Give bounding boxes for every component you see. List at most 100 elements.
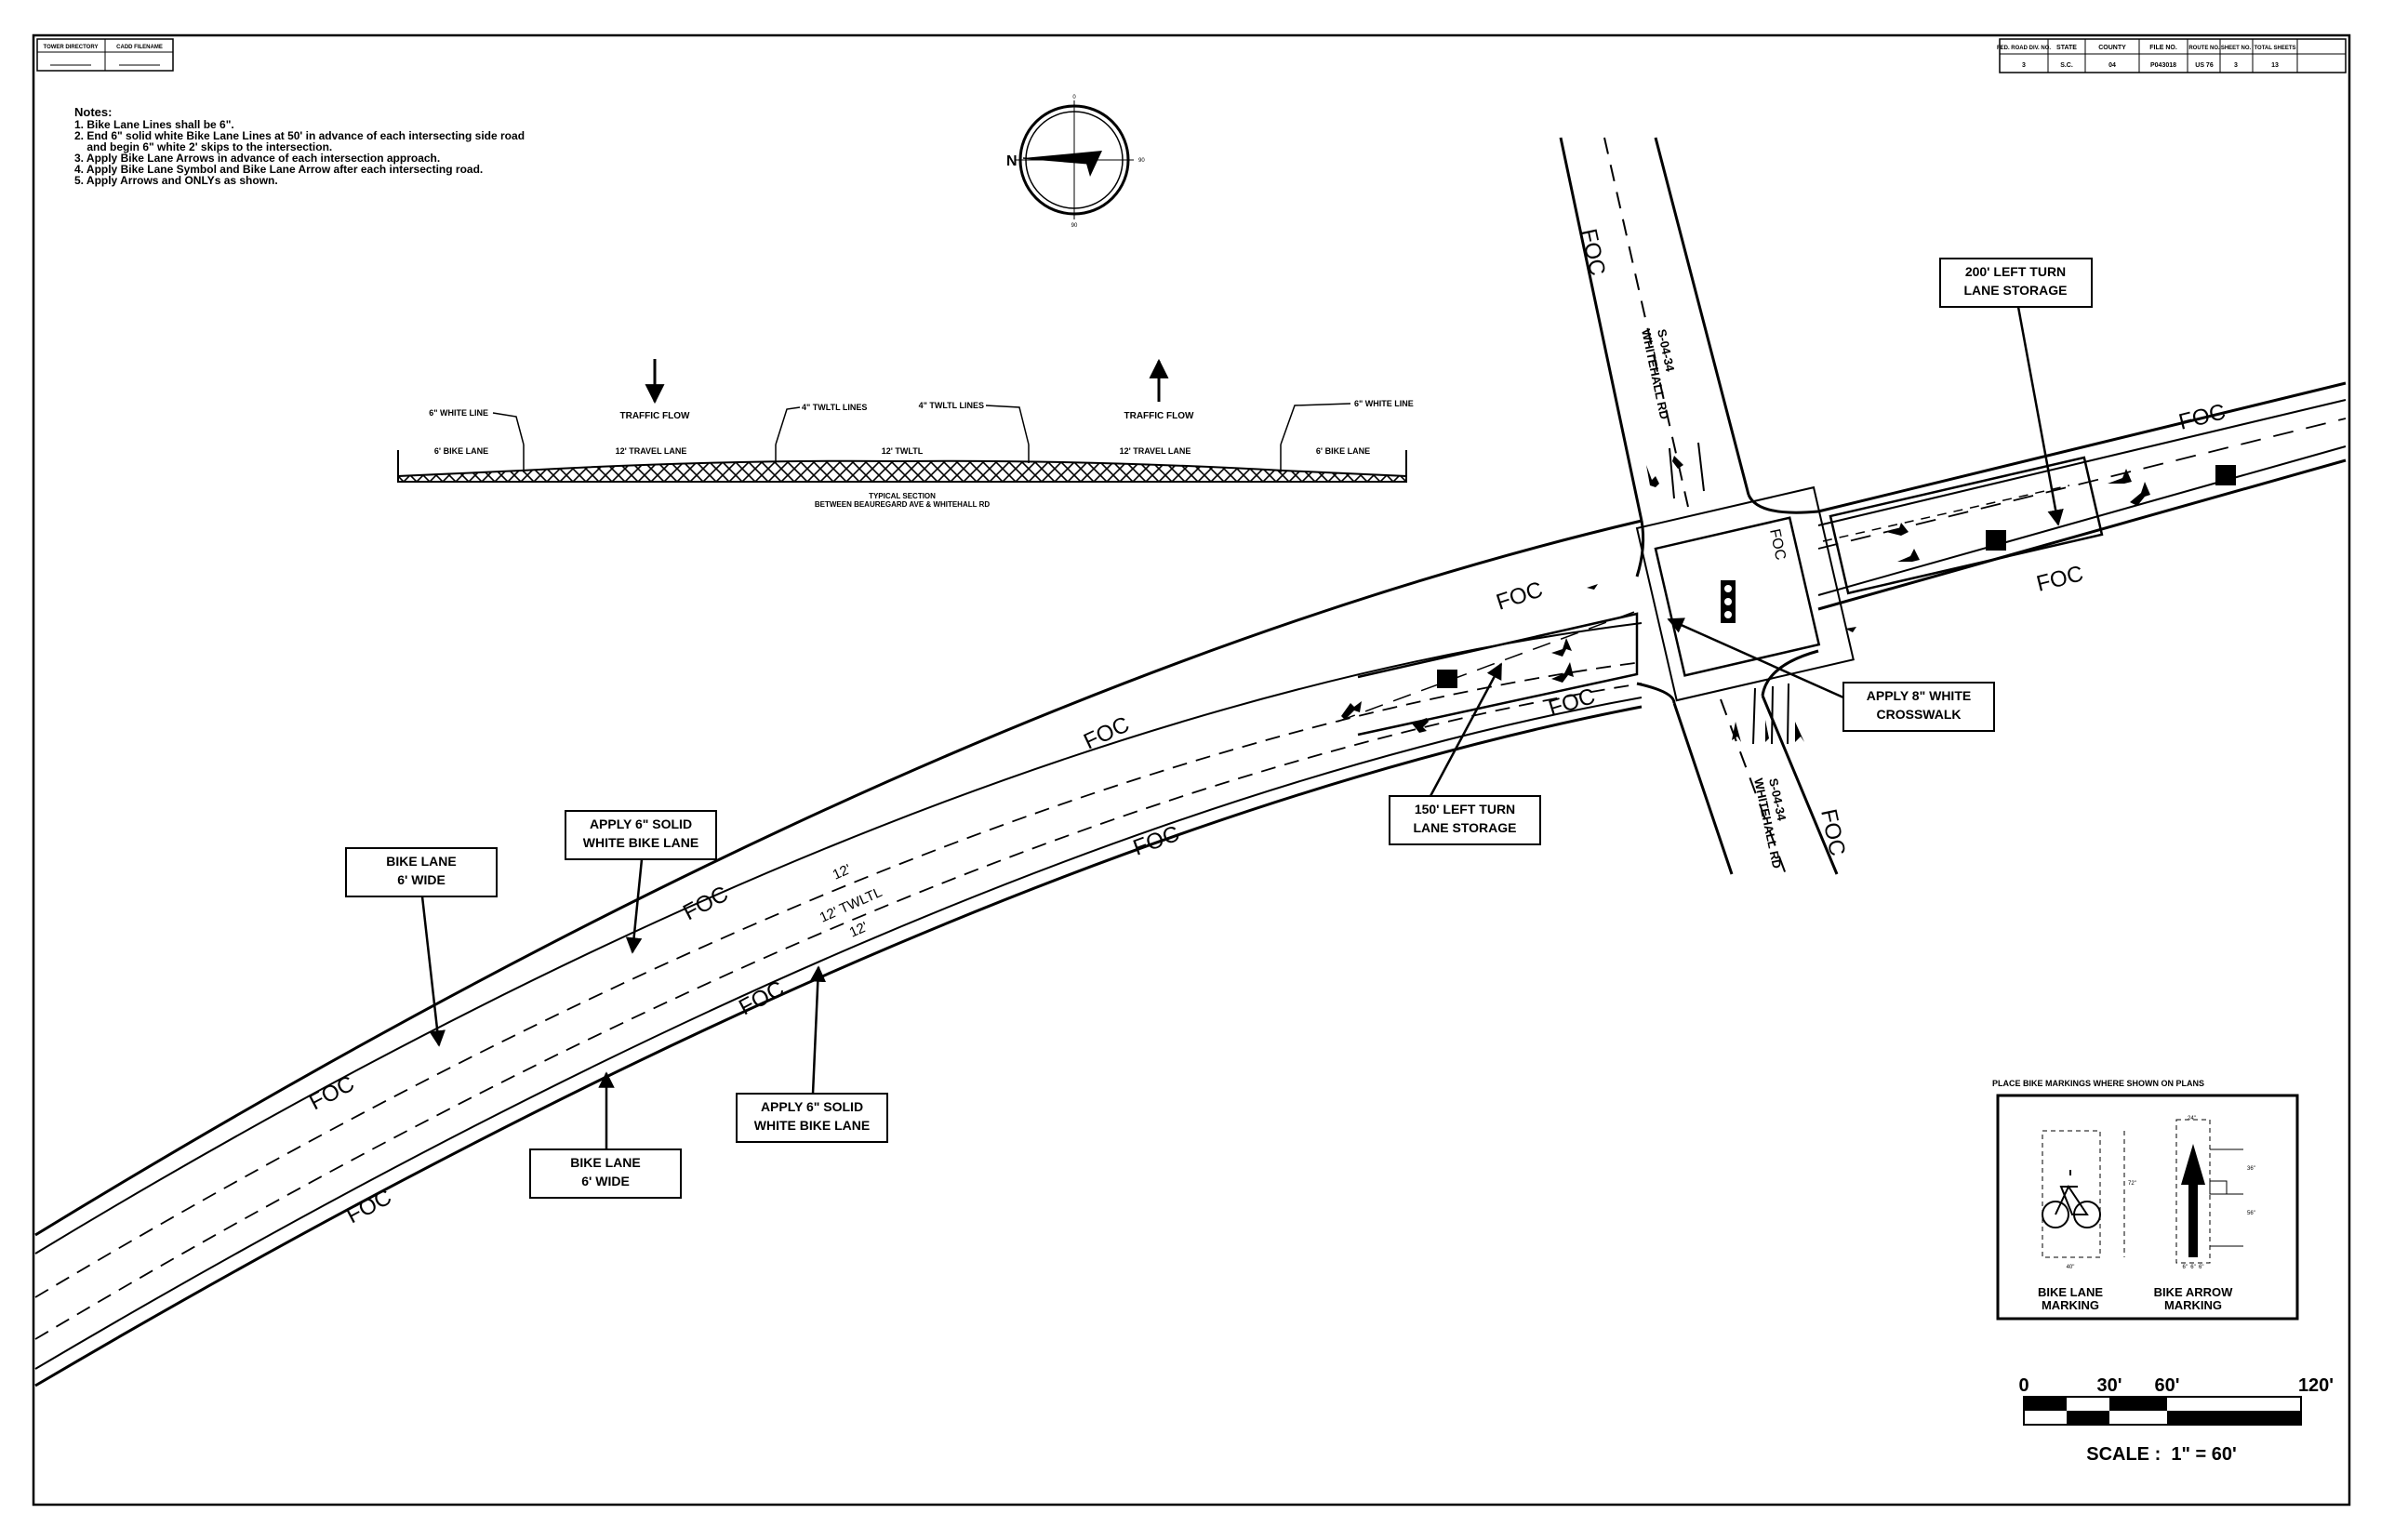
svg-text:BIKE LANE: BIKE LANE: [570, 1155, 640, 1170]
turn-arrow-icon: [1845, 627, 1856, 632]
white-line-right-label: 6" WHITE LINE: [1354, 399, 1414, 408]
bike-symbol-icon: [2215, 465, 2236, 485]
section-lane-bike-right: 6' BIKE LANE: [1316, 446, 1370, 456]
note-line-4: 3. Apply Bike Lane Arrows in advance of …: [74, 152, 440, 165]
foc-label: FOC: [735, 976, 788, 1021]
svg-text:6' WIDE: 6' WIDE: [397, 872, 446, 887]
turn-arrow-icon: [2130, 482, 2150, 506]
lane-label-12: 12': [831, 861, 854, 883]
svg-text:6" 6" 6": 6" 6" 6": [2182, 1265, 2203, 1270]
scale-bar: 0 30' 60' 120' SCALE : 1" = 60': [2018, 1375, 2334, 1465]
bike-lane-symbol-icon: [2042, 1170, 2101, 1228]
callout-bike-lane-upper: BIKE LANE 6' WIDE: [345, 847, 498, 1047]
turn-arrow-icon: [1646, 465, 1659, 487]
north-label: N: [1006, 153, 1018, 169]
svg-text:CROSSWALK: CROSSWALK: [1877, 707, 1962, 722]
tb-value-route-no: US 76: [2195, 62, 2214, 69]
foc-label: FOC: [1080, 712, 1133, 755]
turn-arrow-icon: [1886, 523, 1909, 536]
callout-left-turn-150: 150' LEFT TURN LANE STORAGE: [1389, 662, 1541, 845]
foc-label: FOC: [1766, 527, 1789, 562]
section-lane-travel-right: 12' TRAVEL LANE: [1120, 446, 1191, 456]
north-arrow-icon: N 0 90 90: [1006, 95, 1145, 229]
turn-arrow-icon: [1551, 662, 1574, 683]
svg-text:WHITE BIKE LANE: WHITE BIKE LANE: [754, 1118, 870, 1133]
title-block-right: FED. ROAD DIV. NO. STATE COUNTY FILE NO.…: [1997, 38, 2347, 73]
turn-arrow-icon: [1341, 701, 1362, 720]
bike-lane-marking-label-2: MARKING: [2042, 1298, 2099, 1312]
foc-label: FOC: [679, 882, 732, 926]
svg-text:0: 0: [2018, 1375, 2029, 1396]
tb-value-sheet-no: 3: [2234, 62, 2238, 69]
north-tick-right: 90: [1138, 158, 1145, 164]
white-line-left-label: 6" WHITE LINE: [429, 408, 488, 418]
turn-arrow-icon: [1732, 722, 1741, 742]
cadd-filename-label: CADD FILENAME: [116, 45, 163, 50]
foc-label: FOC: [2034, 561, 2086, 596]
typical-section: TRAFFIC FLOW TRAFFIC FLOW 6" WHITE LINE …: [397, 358, 1414, 509]
twltl-right-label: 4" TWLTL LINES: [919, 401, 984, 410]
tb-header-county: COUNTY: [2098, 45, 2126, 51]
tb-header-total-sheets: TOTAL SHEETS: [2254, 46, 2295, 51]
twltl-left-label: 4" TWLTL LINES: [802, 403, 867, 412]
typical-section-caption: TYPICAL SECTION: [869, 492, 936, 500]
svg-text:24": 24": [2188, 1116, 2196, 1122]
svg-text:LANE STORAGE: LANE STORAGE: [1414, 820, 1517, 835]
section-lane-bike-left: 6' BIKE LANE: [434, 446, 488, 456]
svg-text:56": 56": [2247, 1211, 2255, 1216]
bike-arrow-marking-label-2: MARKING: [2164, 1298, 2222, 1312]
svg-text:WHITE BIKE LANE: WHITE BIKE LANE: [583, 835, 698, 850]
sheet-border: [32, 33, 2351, 1507]
svg-text:60': 60': [2154, 1375, 2179, 1396]
foc-label: FOC: [1816, 807, 1850, 858]
callout-solid-bike-upper: APPLY 6" SOLID WHITE BIKE LANE: [565, 810, 717, 954]
tower-directory-label: TOWER DIRECTORY: [44, 45, 99, 50]
turn-arrow-icon: [1551, 638, 1572, 657]
note-line-3: and begin 6" white 2' skips to the inter…: [74, 140, 332, 153]
traffic-signal-icon: [1721, 580, 1736, 623]
turn-arrow-icon: [1765, 720, 1769, 742]
notes-block: Notes: 1. Bike Lane Lines shall be 6". 2…: [74, 105, 525, 187]
note-line-1: 1. Bike Lane Lines shall be 6".: [74, 118, 234, 131]
traffic-flow-left-label: TRAFFIC FLOW: [620, 411, 691, 421]
main-road-plan: [34, 381, 2347, 1387]
svg-text:120': 120': [2298, 1375, 2334, 1396]
bike-markings-title: PLACE BIKE MARKINGS WHERE SHOWN ON PLANS: [1992, 1079, 2204, 1088]
svg-text:150' LEFT TURN: 150' LEFT TURN: [1415, 802, 1515, 816]
typical-section-caption-location: BETWEEN BEAUREGARD AVE & WHITEHALL RD: [815, 500, 991, 509]
turn-arrow-icon: [1897, 549, 1920, 562]
callout-crosswalk: APPLY 8" WHITE CROSSWALK: [1667, 617, 1995, 732]
tb-header-sheet-no: SHEET NO.: [2221, 46, 2252, 51]
svg-text:72": 72": [2128, 1181, 2136, 1187]
foc-label: FOC: [1130, 821, 1183, 861]
north-tick-top: 0: [1072, 95, 1076, 100]
section-lane-travel-left: 12' TRAVEL LANE: [616, 446, 687, 456]
foc-label: FOC: [1494, 577, 1547, 615]
bike-arrow-marking-label: BIKE ARROW: [2154, 1285, 2233, 1299]
turn-arrow-icon: [2108, 469, 2132, 484]
svg-text:APPLY 6" SOLID: APPLY 6" SOLID: [590, 816, 692, 831]
tb-header-route-no: ROUTE NO.: [2188, 46, 2220, 51]
traffic-flow-right-label: TRAFFIC FLOW: [1124, 411, 1195, 421]
bike-markings-detail: PLACE BIKE MARKINGS WHERE SHOWN ON PLANS…: [1992, 1079, 2299, 1321]
bike-symbol-icon: [1986, 530, 2006, 551]
foc-label: FOC: [1576, 227, 1610, 278]
callout-bike-lane-lower: BIKE LANE 6' WIDE: [529, 1071, 682, 1199]
side-road-plan: [1559, 137, 1855, 875]
scale-label: SCALE : 1" = 60': [2086, 1444, 2237, 1465]
tb-header-state: STATE: [2056, 45, 2077, 51]
tb-header-fed-road: FED. ROAD DIV. NO.: [1997, 46, 2051, 51]
tb-value-county: 04: [2108, 62, 2116, 69]
foc-label: FOC: [305, 1071, 358, 1116]
tb-value-state: S.C.: [2060, 62, 2073, 69]
tb-header-file-no: FILE NO.: [2149, 45, 2177, 51]
svg-text:40": 40": [2067, 1265, 2075, 1270]
foc-label: FOC: [1546, 684, 1598, 722]
svg-text:LANE STORAGE: LANE STORAGE: [1964, 283, 2068, 298]
tb-value-fed-road: 3: [2022, 62, 2026, 69]
svg-text:APPLY 8" WHITE: APPLY 8" WHITE: [1867, 688, 1971, 703]
callout-left-turn-200: 200' LEFT TURN LANE STORAGE: [1939, 258, 2093, 526]
note-line-2: 2. End 6" solid white Bike Lane Lines at…: [74, 129, 525, 142]
turn-arrow-icon: [1587, 584, 1598, 590]
title-block-left: TOWER DIRECTORY CADD FILENAME: [36, 38, 174, 72]
